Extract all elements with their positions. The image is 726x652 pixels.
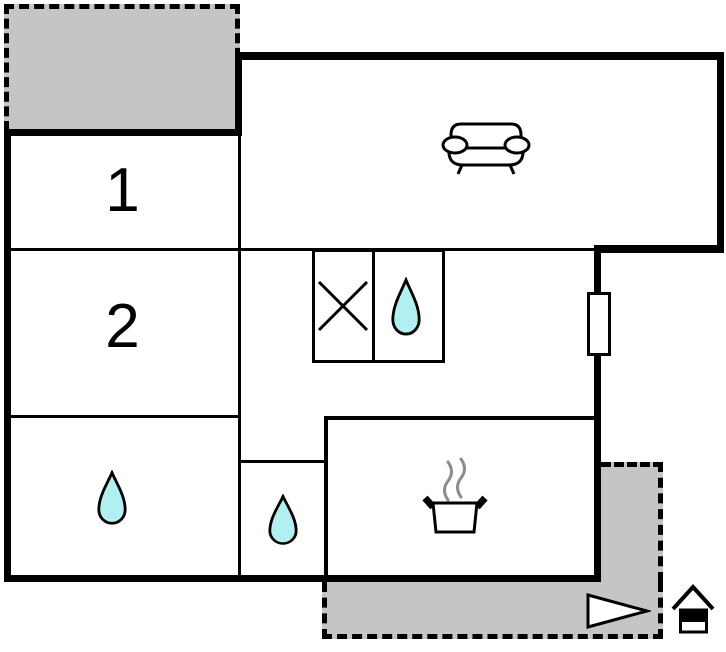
wardrobe-divider <box>372 249 375 363</box>
iwall-kitchen-top <box>324 416 596 420</box>
wall-bottom <box>4 575 601 582</box>
sofa-icon <box>441 122 531 175</box>
terrace-top-left <box>4 4 240 131</box>
iwall-left-column-right <box>238 136 241 575</box>
direction-arrow-icon <box>586 593 651 629</box>
room-1-label: 1 <box>105 156 140 225</box>
window-marker <box>587 292 611 356</box>
cooking-pot-icon <box>422 457 488 534</box>
wall-top-left-column <box>4 129 242 136</box>
house-icon <box>671 584 715 634</box>
wall-terrace-connector <box>235 52 242 136</box>
wardrobe-x-icon <box>317 280 369 332</box>
iwall-room2-bathroom <box>7 415 241 418</box>
wall-living-top <box>235 52 724 60</box>
wall-left <box>4 129 11 582</box>
wall-living-right <box>717 52 724 253</box>
water-drop-icon <box>97 470 127 525</box>
water-drop-icon <box>391 277 421 336</box>
terrace-bottom-right-vertical <box>601 462 663 582</box>
water-drop-icon <box>268 494 298 545</box>
iwall-kitchen-left <box>324 416 328 575</box>
iwall-small-room-top <box>238 460 326 463</box>
room-2-label: 2 <box>105 292 140 361</box>
wall-step <box>594 245 724 253</box>
wall-right-lower <box>594 245 601 582</box>
wardrobe-unit <box>312 249 445 363</box>
iwall-below-living <box>7 248 594 251</box>
